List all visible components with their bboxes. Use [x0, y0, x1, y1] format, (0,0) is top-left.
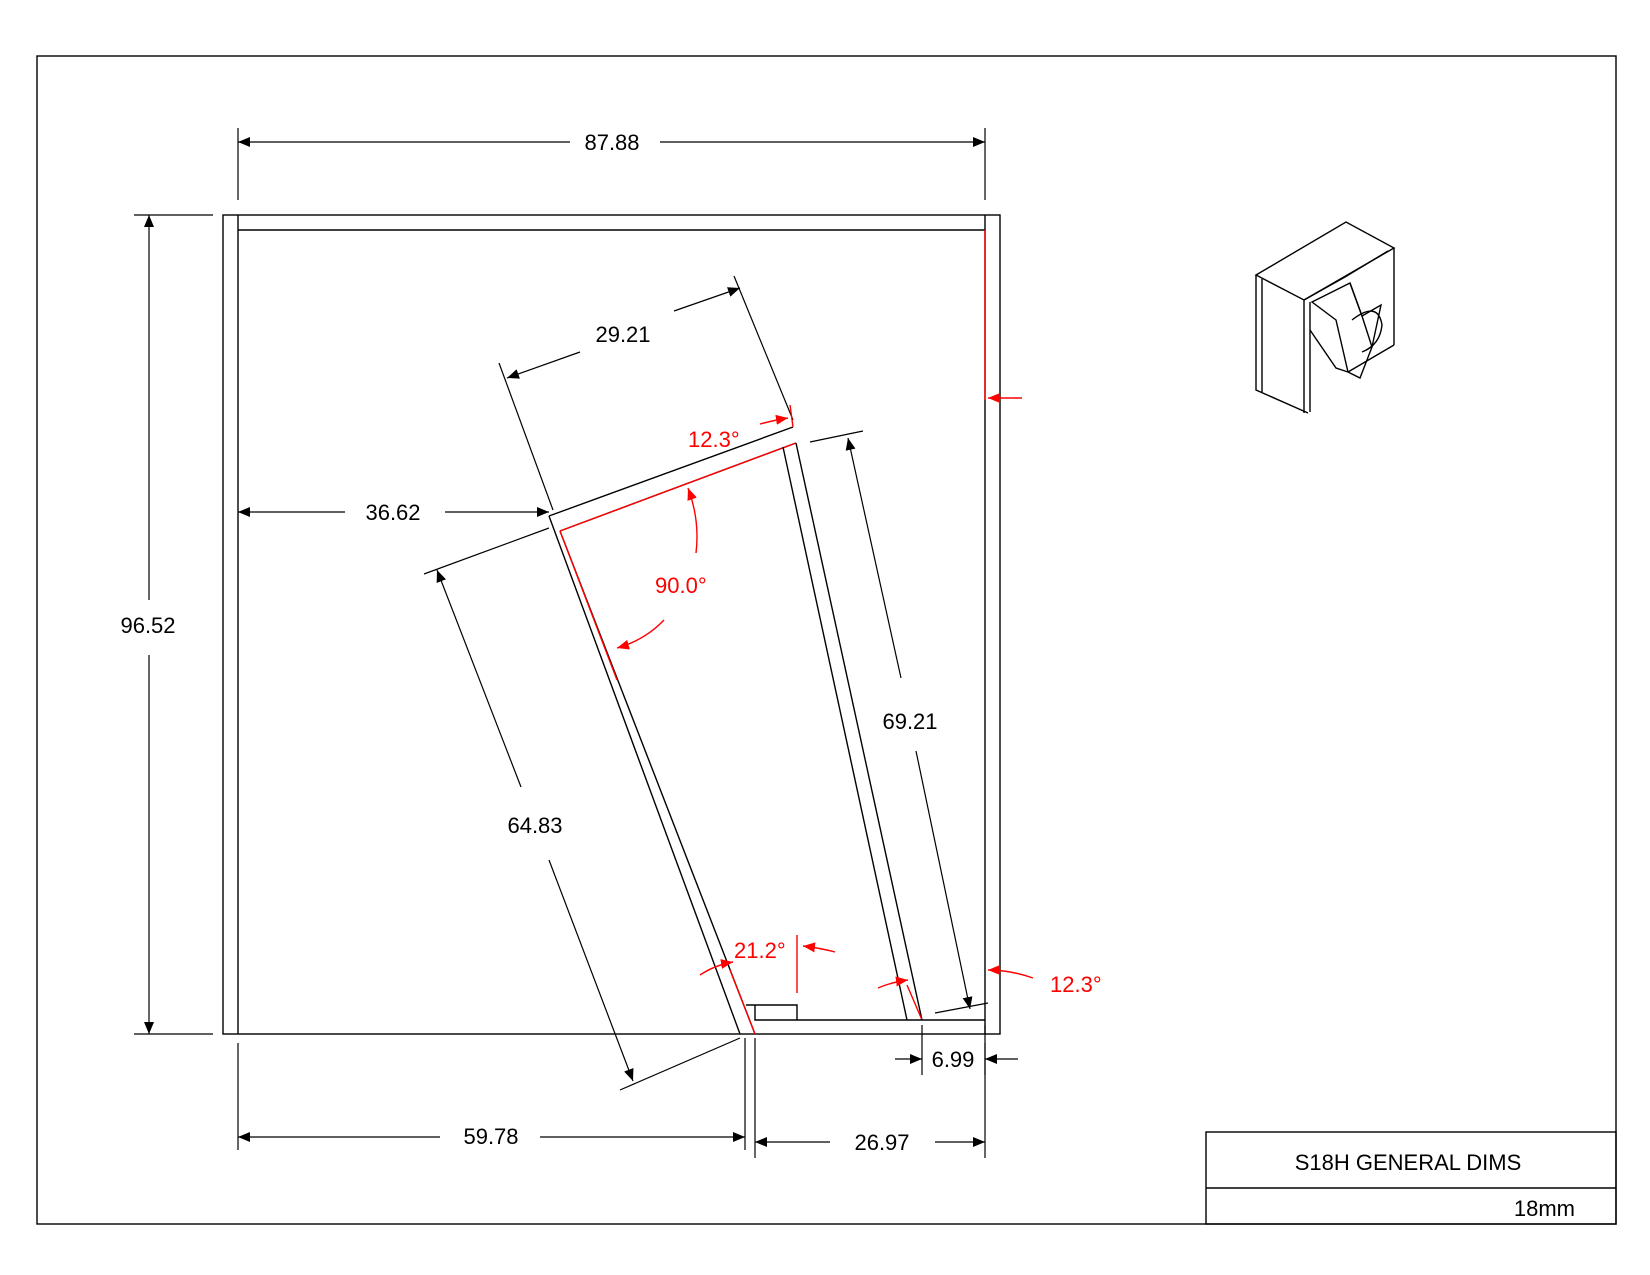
dim-bottom-right-label: 26.97	[854, 1130, 909, 1155]
dim-rear-panel-label: 69.21	[882, 709, 937, 734]
dim-overall-width	[237, 128, 986, 200]
angle-top-label: 12.3°	[688, 427, 740, 452]
cabinet-outline	[222, 214, 1001, 1035]
dim-rear-panel	[809, 430, 989, 1014]
angle-throat-marker	[699, 935, 836, 993]
title-block-material: 18mm	[1514, 1196, 1575, 1221]
throat-floor	[746, 1004, 985, 1021]
dim-mouth-width-label: 29.21	[595, 322, 650, 347]
angle-right-marker	[616, 487, 698, 650]
angle-right-label: 90.0°	[655, 573, 707, 598]
drawing-border	[36, 55, 1617, 1225]
dim-bottom-left-label: 59.78	[463, 1124, 518, 1149]
dim-bottom-left	[237, 1038, 746, 1150]
dim-front-panel	[423, 527, 741, 1091]
dim-mouth-width	[498, 275, 794, 511]
isometric-view	[1254, 221, 1396, 414]
mouth-baffle	[548, 426, 797, 532]
angle-top-marker	[759, 404, 794, 428]
dim-overall-height-label: 96.52	[120, 613, 175, 638]
angle-rear-label: 12.3°	[1050, 972, 1102, 997]
title-block-title: S18H GENERAL DIMS	[1295, 1150, 1522, 1175]
dim-mouth-offset-label: 36.62	[365, 500, 420, 525]
angle-throat-label: 21.2°	[734, 938, 786, 963]
front-panel	[548, 515, 756, 1035]
dim-throat-gap	[895, 1025, 1018, 1075]
dim-overall-width-label: 87.88	[584, 130, 639, 155]
title-block	[1205, 1131, 1617, 1225]
angle-rear-marker	[877, 965, 1034, 989]
dim-throat-gap-label: 6.99	[932, 1047, 975, 1072]
rear-panel	[782, 442, 923, 1021]
dim-overall-height	[134, 214, 213, 1035]
dim-front-panel-label: 64.83	[507, 813, 562, 838]
